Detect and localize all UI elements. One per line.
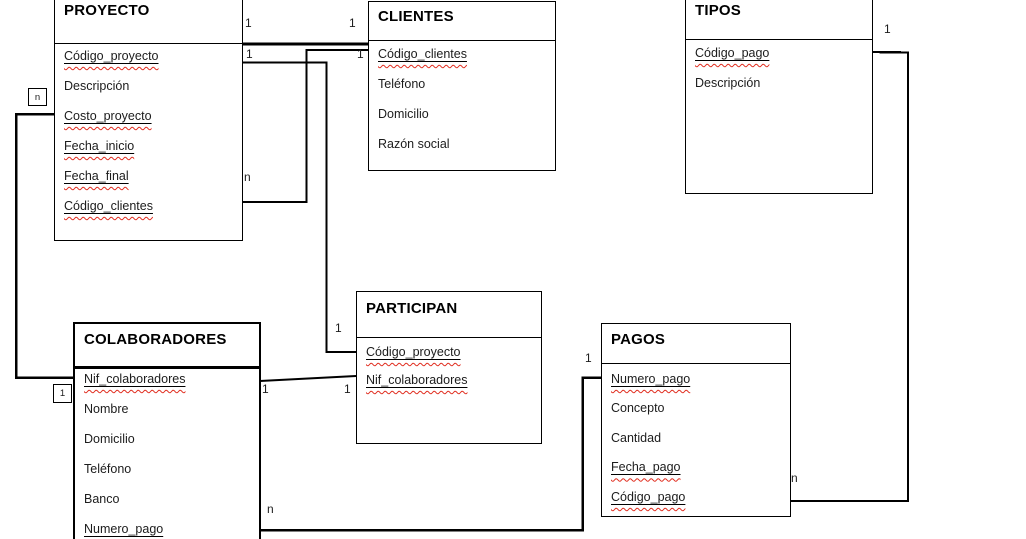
field-row: Teléfono: [75, 454, 259, 484]
field-row: Nif_colaboradores: [75, 364, 259, 394]
entity-title: CLIENTES: [369, 2, 555, 41]
field-row: Fecha_pago: [602, 453, 790, 483]
entity-colaboradores[interactable]: COLABORADORES Nif_colaboradores Nombre D…: [73, 322, 261, 539]
entity-title: PARTICIPAN: [357, 292, 541, 338]
field-name: Código_pago: [695, 46, 770, 60]
field-row: Numero_pago: [75, 514, 259, 539]
cardinality-label: 1: [357, 47, 364, 61]
field-name: Descripción: [64, 79, 130, 93]
entity-pagos[interactable]: PAGOS Numero_pago Concepto Cantidad Fech…: [601, 323, 791, 517]
field-name: Costo_proyecto: [64, 109, 152, 123]
field-row: Teléfono: [369, 69, 555, 99]
field-row: Concepto: [602, 394, 790, 424]
line-clientes-proyecto[interactable]: [242, 49, 368, 203]
field-name: Cantidad: [611, 430, 662, 445]
field-row: Nif_colaboradores: [357, 366, 541, 394]
entity-participan[interactable]: PARTICIPAN Código_proyecto Nif_colaborad…: [356, 291, 542, 444]
line-colaboradores-pagos[interactable]: [260, 376, 602, 532]
field-name: Descripción: [695, 76, 761, 90]
cardinality-label: 1: [349, 16, 356, 30]
field-name: Fecha_inicio: [64, 139, 135, 153]
field-name: Código_pago: [611, 489, 686, 504]
field-row: Fecha_inicio: [55, 131, 242, 161]
cardinality-label: n: [244, 170, 251, 184]
field-row: Nombre: [75, 394, 259, 424]
field-name: Domicilio: [84, 432, 135, 446]
field-row: Código_proyecto: [55, 41, 242, 71]
entity-title: COLABORADORES: [75, 324, 259, 369]
field-row: Banco: [75, 484, 259, 514]
field-name: Banco: [84, 492, 120, 506]
cardinality-label: 1: [884, 22, 891, 36]
field-name: Código_clientes: [378, 47, 467, 61]
line-tipos-pagos[interactable]: [790, 50, 910, 503]
field-row: Domicilio: [75, 424, 259, 454]
field-name: Código_proyecto: [64, 49, 159, 63]
field-row: Código_clientes: [55, 191, 242, 221]
field-row: Código_clientes: [369, 39, 555, 69]
field-name: Teléfono: [84, 462, 132, 476]
cardinality-label: n: [791, 471, 798, 485]
field-row: Domicilio: [369, 99, 555, 129]
field-row: Costo_proyecto: [55, 101, 242, 131]
entity-title: PROYECTO: [55, 0, 242, 44]
line-proyecto-colaboradores[interactable]: [14, 112, 73, 379]
cardinality-label: 1: [585, 351, 592, 365]
cardinality-label: 1: [335, 321, 342, 335]
field-name: Código_clientes: [64, 199, 153, 213]
cardinality-label: 1: [344, 382, 351, 396]
field-name: Razón social: [378, 137, 450, 151]
field-name: Nombre: [84, 402, 129, 416]
field-row: Descripción: [686, 68, 872, 98]
field-name: Fecha_pago: [611, 460, 681, 475]
line-colaboradores-participan[interactable]: [259, 375, 357, 382]
cardinality-label: n: [267, 502, 274, 516]
field-name: Nif_colaboradores: [366, 373, 468, 387]
entity-tipos[interactable]: TIPOS Código_pago Descripción: [685, 0, 873, 194]
field-row: Código_proyecto: [357, 338, 541, 366]
field-row: Descripción: [55, 71, 242, 101]
line-proyecto-participan[interactable]: [242, 61, 356, 353]
field-name: Nif_colaboradores: [84, 372, 186, 386]
field-name: Fecha_final: [64, 169, 129, 183]
field-row: Razón social: [369, 129, 555, 159]
cardinality-label: 1: [262, 382, 269, 396]
field-name: Teléfono: [378, 77, 426, 91]
field-name: Domicilio: [378, 107, 429, 121]
cardinality-label-boxed: 1: [53, 384, 72, 403]
cardinality-label: 1: [246, 47, 253, 61]
field-row: Fecha_final: [55, 161, 242, 191]
field-row: Cantidad: [602, 423, 790, 453]
cardinality-label: 1: [245, 16, 252, 30]
entity-proyecto[interactable]: PROYECTO Código_proyecto Descripción Cos…: [54, 0, 243, 241]
field-name: Código_proyecto: [366, 345, 461, 359]
field-row: Código_pago: [602, 482, 790, 512]
entity-clientes[interactable]: CLIENTES Código_clientes Teléfono Domici…: [368, 1, 556, 171]
entity-title: PAGOS: [602, 324, 790, 364]
entity-title: TIPOS: [686, 0, 872, 40]
field-row: Código_pago: [686, 38, 872, 68]
field-row: Numero_pago: [602, 364, 790, 394]
cardinality-label-boxed: n: [28, 88, 47, 106]
field-name: Numero_pago: [84, 522, 164, 536]
field-name: Concepto: [611, 401, 665, 416]
field-name: Numero_pago: [611, 371, 691, 386]
